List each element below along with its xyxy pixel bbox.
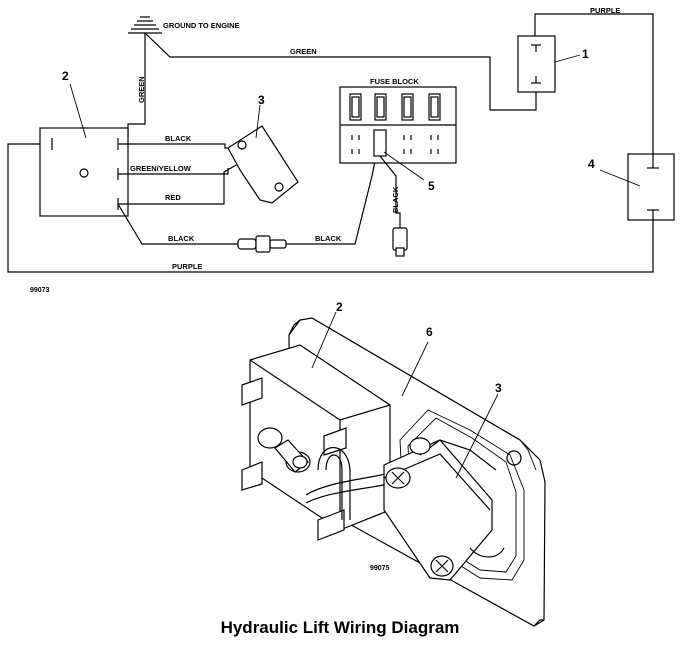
wire-green-vertical-label: GREEN [137,76,146,103]
wire-black-lower-right-label: BLACK [315,234,342,243]
wire-green-yellow-label: GREEN/YELLOW [130,164,192,173]
wire-black-vertical [379,155,401,228]
wire-purple-top [534,13,654,154]
diagram-caption: Hydraulic Lift Wiring Diagram [220,618,460,637]
component-3 [227,125,299,204]
component-4 [627,153,675,221]
figure-code-schematic: 99073 [30,287,50,294]
wire-black-lower-left-label: BLACK [168,234,195,243]
callout-1: 1 [582,47,589,61]
wire-purple-bottom-label: PURPLE [172,262,202,271]
wire-purple-top-label: PURPLE [590,6,620,15]
callout-3-schematic: 3 [258,93,265,107]
figure-code-assembly: 99075 [370,565,390,572]
assembly-illustration: 2 6 3 99075 [241,300,546,627]
callout-3-assembly: 3 [495,381,502,395]
ground-symbol [128,16,162,34]
wire-red-label: RED [165,193,181,202]
callout-6: 6 [426,325,433,339]
wire-black-lower-left [117,203,238,245]
fuse-block-label: FUSE BLOCK [370,77,419,86]
callout-2-assembly: 2 [336,300,343,314]
callout-4: 4 [588,157,595,171]
inline-connector [237,235,287,253]
housing-3 [383,437,505,581]
wire-black-1-label: BLACK [165,134,192,143]
wire-black-lower-right [286,155,377,245]
wire-green-top-label: GREEN [290,47,317,56]
wire-black-vertical-label: BLACK [391,186,400,213]
ring-terminal [392,227,408,257]
wire-green-top [144,32,528,111]
callout-2-schematic: 2 [62,69,69,83]
callout-5: 5 [428,179,435,193]
wire-red [118,163,239,205]
schematic: GROUND TO ENGINE GREEN GREEN PURPLE 1 4 … [7,6,675,294]
wire-purple-bottom [7,143,654,273]
switch-body [241,344,405,541]
component-2 [39,127,129,217]
ground-to-engine-label: GROUND TO ENGINE [163,21,240,30]
wire-black-1 [118,143,237,149]
component-2-center [79,168,89,178]
